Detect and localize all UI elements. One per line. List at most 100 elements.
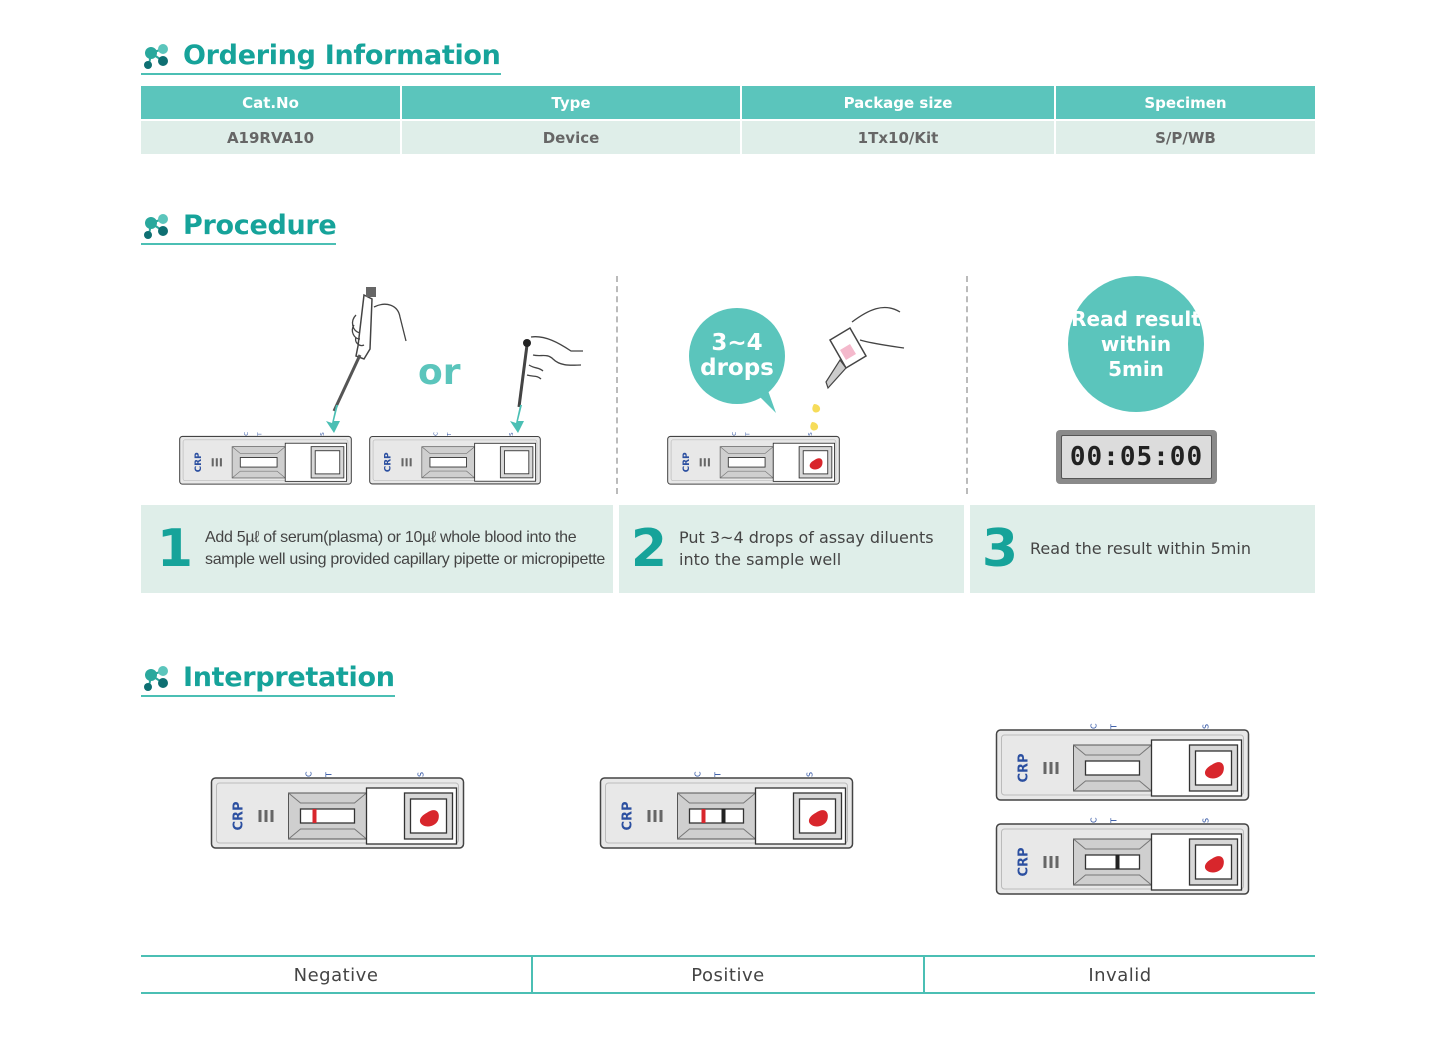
test-cassette: CRP C T S [995, 723, 1250, 801]
device-name: CRP [194, 452, 204, 472]
divider [966, 276, 968, 494]
device-name: CRP [1017, 753, 1032, 782]
sample-mark: S [320, 432, 326, 436]
sample-mark: S [509, 432, 515, 436]
test-mark: T [1110, 818, 1119, 824]
control-line [312, 809, 317, 823]
step-text: Read the result within 5min [1030, 538, 1251, 560]
label-negative: Negative [293, 965, 379, 986]
label-invalid: Invalid [923, 957, 1315, 992]
ordering-table: Cat.No Type Package size Specimen A19RVA… [141, 86, 1315, 154]
table-row: A19RVA10 Device 1Tx10/Kit S/P/WB [141, 120, 1315, 154]
or-label: or [418, 352, 461, 393]
step-text: Put 3~4 drops of assay diluents into the… [679, 527, 934, 571]
interpretation-title: Interpretation [183, 662, 395, 693]
sample-mark: S [808, 432, 814, 436]
step-text-line: Put 3~4 drops of assay diluents [679, 528, 934, 547]
test-cassette: CRP C T S [599, 771, 854, 849]
control-mark: C [1090, 817, 1099, 823]
control-mark: C [732, 432, 738, 436]
drops-bubble: 3~4 drops [689, 308, 785, 404]
procedure-section-title: Procedure [141, 210, 337, 245]
sample-drop [809, 458, 823, 470]
molecule-icon [144, 43, 168, 69]
micropipette-icon [332, 287, 407, 412]
test-cassette: CRP C T S [369, 432, 541, 485]
step-text: Add 5µℓ of serum(plasma) or 10µℓ whole b… [205, 527, 605, 571]
timer-display: 00:05:00 [1061, 435, 1212, 479]
read-bubble-line1: Read result [1071, 306, 1201, 331]
device-name: CRP [621, 801, 636, 830]
divider [616, 276, 618, 494]
header-type: Type [401, 86, 742, 121]
control-mark: C [244, 432, 250, 436]
sample-mark: S [1202, 724, 1211, 729]
label-positive: Positive [531, 957, 923, 992]
control-mark: C [1090, 723, 1099, 729]
device-name: CRP [1017, 847, 1032, 876]
cell-cat-no: A19RVA10 [141, 120, 402, 154]
control-line [701, 809, 706, 823]
test-mark: T [1110, 724, 1119, 730]
test-cassette: CRP C T S [179, 432, 352, 486]
sample-drop [419, 810, 439, 827]
test-mark: T [447, 432, 453, 437]
timer-icon: 00:05:00 [1056, 430, 1217, 484]
step-number: 2 [630, 519, 668, 579]
device-name: CRP [232, 801, 247, 830]
read-result-bubble: Read result within 5min [1068, 276, 1204, 412]
interpretation-section-title: Interpretation [141, 662, 395, 697]
read-bubble-line3: 5min [1108, 356, 1164, 381]
header-package-size: Package size [741, 86, 1056, 121]
sample-drop [1204, 856, 1224, 873]
step-2: 2 Put 3~4 drops of assay diluents into t… [619, 505, 964, 593]
device-name: CRP [384, 452, 394, 472]
bubble-tail [748, 385, 776, 413]
step-3: 3 Read the result within 5min [970, 505, 1315, 593]
test-cassette: CRP C T S [995, 817, 1250, 895]
sample-mark: S [806, 772, 815, 777]
sample-mark: S [1202, 818, 1211, 823]
drops-bubble-line1: 3~4 [711, 330, 763, 356]
header-cat-no: Cat.No [141, 86, 402, 121]
device-name: CRP [682, 452, 692, 472]
test-cassette: CRP C T S [667, 432, 840, 486]
ordering-section-title: Ordering Information [141, 40, 501, 75]
step-number: 1 [156, 519, 194, 579]
control-mark: C [305, 771, 314, 777]
result-legend: Negative Positive Invalid [141, 955, 1315, 994]
control-mark: C [433, 432, 439, 436]
cell-specimen: S/P/WB [1055, 120, 1315, 154]
test-mark: T [257, 432, 263, 437]
header-specimen: Specimen [1055, 86, 1315, 121]
procedure-title: Procedure [183, 210, 337, 241]
read-bubble-line2: within [1100, 331, 1172, 356]
cell-package-size: 1Tx10/Kit [741, 120, 1056, 154]
molecule-icon [144, 665, 168, 691]
step-text-line: Read the result within 5min [1030, 539, 1251, 558]
drops-bubble-line2: drops [700, 355, 774, 381]
sample-mark: S [417, 772, 426, 777]
test-cassette: CRP C T S [210, 771, 465, 849]
arrow-down-icon [326, 405, 340, 433]
dropper-bottle-icon [808, 306, 905, 447]
sample-drop [1204, 762, 1224, 779]
step-1: 1 Add 5µℓ of serum(plasma) or 10µℓ whole… [141, 505, 613, 593]
step-number: 3 [981, 519, 1019, 579]
control-line [721, 809, 726, 823]
test-line [1115, 855, 1120, 869]
cell-type: Device [401, 120, 742, 154]
sample-drop [808, 810, 828, 827]
step-text-line: Add 5µℓ of serum(plasma) or 10µℓ whole b… [205, 529, 577, 546]
step-text-line: into the sample well [679, 550, 842, 569]
control-mark: C [694, 771, 703, 777]
arrow-down-icon [510, 405, 524, 433]
ordering-table-header: Cat.No Type Package size Specimen [141, 86, 1315, 121]
molecule-icon [144, 213, 168, 239]
test-mark: T [325, 772, 334, 778]
capillary-pipette-icon [517, 336, 583, 408]
test-mark: T [745, 432, 751, 437]
step-text-line: sample well using provided capillary pip… [205, 551, 605, 568]
test-mark: T [714, 772, 723, 778]
ordering-title: Ordering Information [183, 40, 501, 71]
